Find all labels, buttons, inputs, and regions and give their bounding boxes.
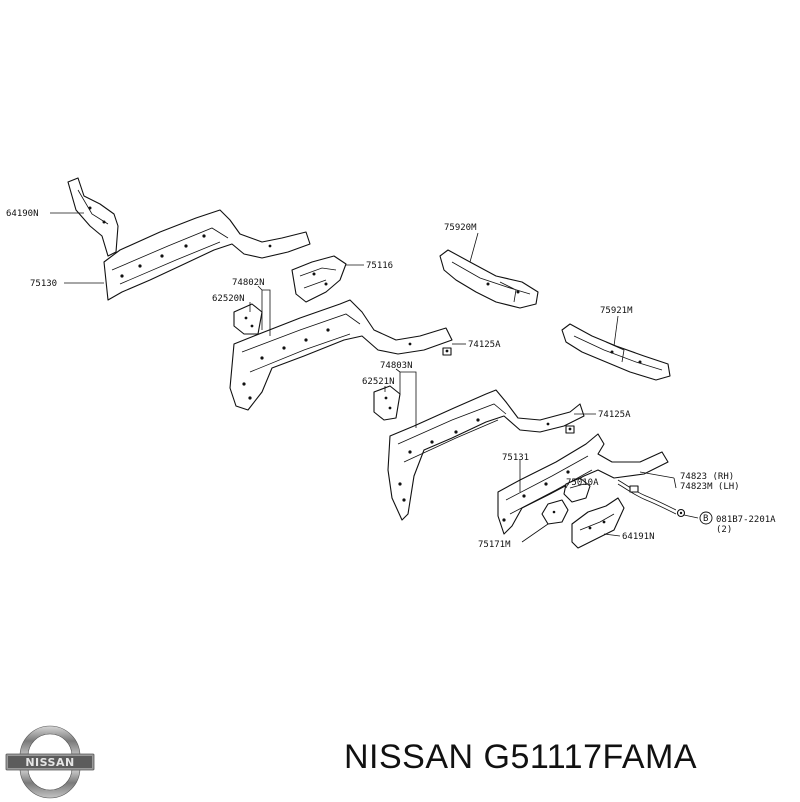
part-75116-gusset: [291, 255, 347, 303]
part-64191n-bracket: [571, 497, 625, 549]
label-62521n: 62521N: [362, 377, 395, 387]
label-75010a: 75010A: [566, 478, 599, 488]
label-62520n: 62520N: [212, 294, 245, 304]
part-74823-hose: [617, 479, 677, 515]
label-74125a-upper: 74125A: [468, 340, 501, 350]
label-081b7-qty: (2): [716, 525, 732, 535]
part-74802n-front-rail: [229, 299, 453, 411]
label-081b7: 081B7-2201A: [716, 515, 776, 525]
part-75130-side-member: [103, 209, 311, 301]
label-75130: 75130: [30, 279, 57, 289]
part-081b7-bolt: [676, 508, 686, 518]
label-74823m-lh: 74823M (LH): [680, 482, 740, 492]
label-75131: 75131: [502, 453, 529, 463]
nissan-logo: NISSAN: [5, 725, 95, 799]
label-081b7-marker: B: [703, 514, 708, 524]
part-75921m-crossmember: [561, 323, 671, 381]
label-75171m: 75171M: [478, 540, 511, 550]
part-labels: 64190N 75130 74802N 62520N 75116 75920M …: [6, 209, 776, 550]
part-64190n-bracket: [67, 177, 119, 257]
label-74803n: 74803N: [380, 361, 413, 371]
label-64191n: 64191N: [622, 532, 655, 542]
part-75131-side-member: [497, 433, 669, 535]
label-75116: 75116: [366, 261, 393, 271]
part-75920m-crossmember: [439, 249, 539, 309]
label-75921m: 75921M: [600, 306, 633, 316]
label-74125a-lower: 74125A: [598, 410, 631, 420]
part-number-title: NISSAN G51117FAMA: [344, 738, 698, 776]
label-75920m: 75920M: [444, 223, 477, 233]
logo-text: NISSAN: [25, 756, 74, 769]
label-64190n: 64190N: [6, 209, 39, 219]
part-75171m-bracket: [541, 499, 569, 525]
part-75010a-reinforcement: [563, 477, 591, 503]
part-74125a-bolt-upper: [442, 347, 452, 356]
leader-lines: [50, 212, 699, 543]
part-62521n-bracket: [373, 385, 401, 421]
label-74823-rh: 74823 (RH): [680, 472, 734, 482]
label-74802n: 74802N: [232, 278, 265, 288]
part-74803n-front-rail: [387, 389, 585, 521]
part-62520n-bracket: [233, 303, 263, 335]
part-74125a-bolt-lower: [565, 425, 575, 434]
